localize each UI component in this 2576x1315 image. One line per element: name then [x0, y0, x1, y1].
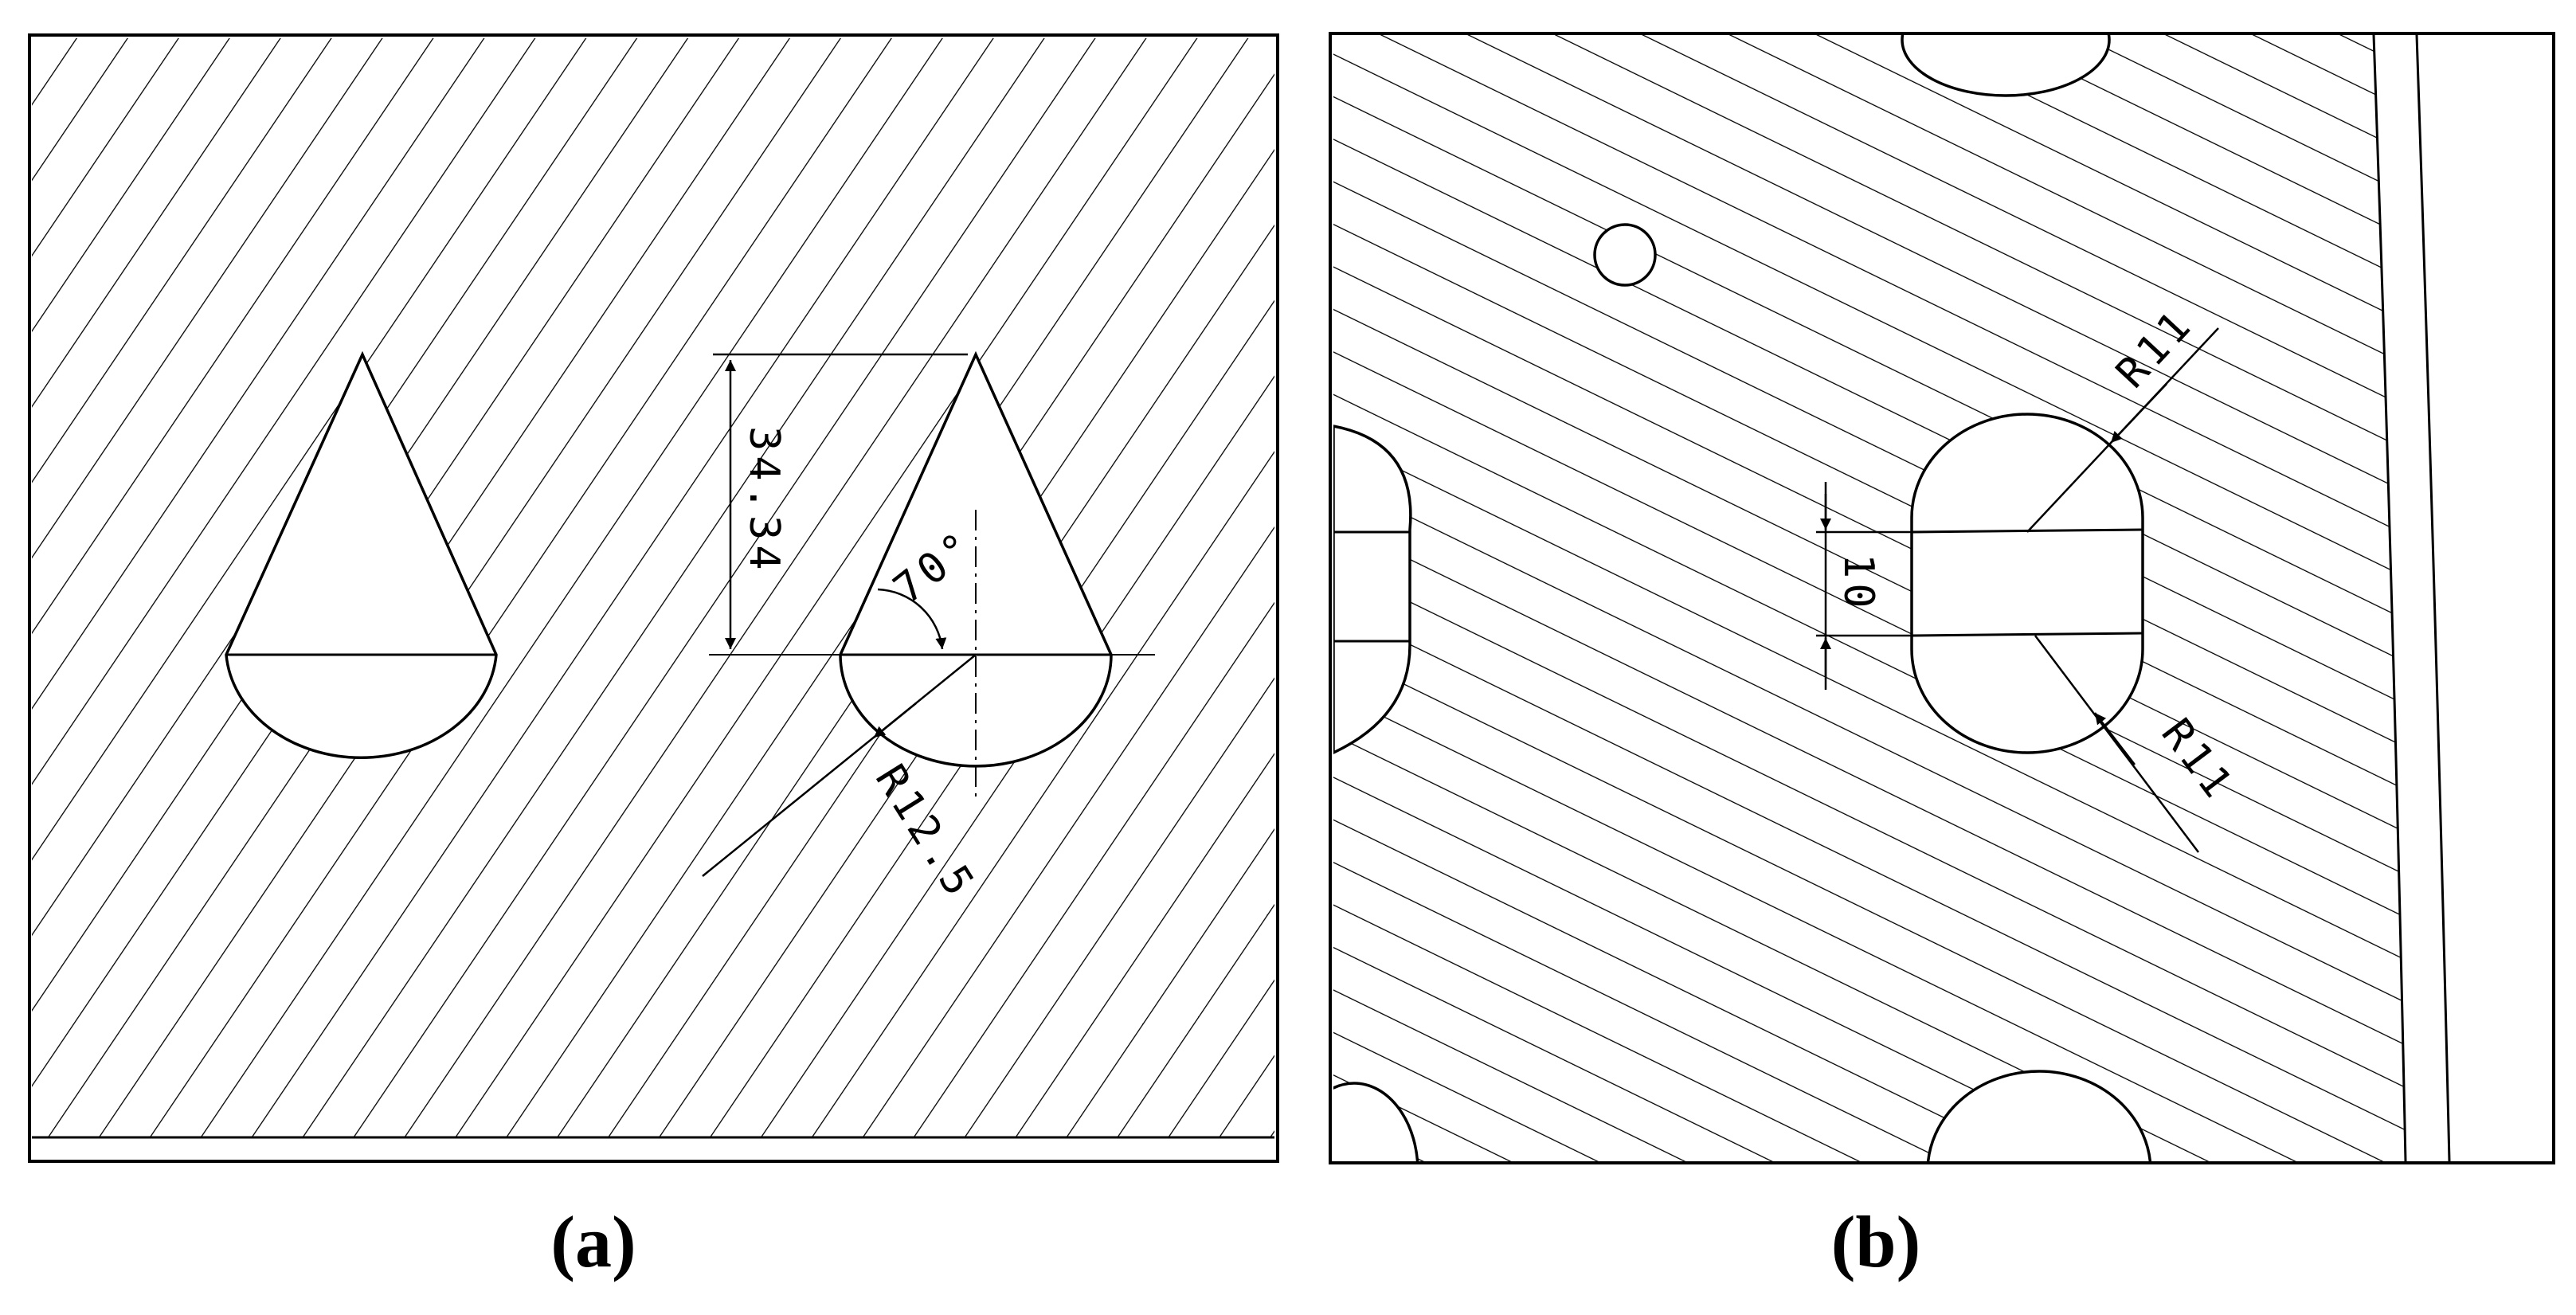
- panel-b-hatch: [1333, 35, 2406, 1161]
- obround-slot: [1910, 413, 2144, 754]
- radius-leader-bottom: [2034, 635, 2199, 853]
- radius-leader-a: [702, 654, 977, 877]
- slot-line-bottom: [1911, 632, 2143, 637]
- angle-arc: [877, 588, 947, 650]
- radius-arrow-a: [873, 703, 917, 738]
- height-dimension: [713, 353, 968, 649]
- hole-top-partial: [1901, 35, 2111, 97]
- panel-b: 10 R11 R11: [1329, 32, 2555, 1164]
- height-dimension-label: 34.34: [740, 426, 788, 575]
- panel-a-hatch: [32, 38, 1274, 1137]
- hole-left-partial: [1333, 425, 1412, 754]
- caption-b: (b): [1831, 1201, 1920, 1282]
- hole-bottom-partial: [1926, 1070, 2152, 1161]
- center-lines: [709, 510, 1155, 800]
- width-dimension: [1816, 482, 1912, 690]
- radius-arrow-bottom: [2094, 712, 2136, 765]
- caption-a: (a): [550, 1201, 636, 1282]
- small-hole: [1593, 223, 1657, 287]
- radius-arrow-top: [2110, 383, 2167, 444]
- panel-a: 34.34 70° R12.5: [28, 33, 1279, 1163]
- curved-edge-inner: [2372, 35, 2407, 1161]
- teardrop-hole-left: [225, 350, 498, 759]
- width-dimension-label: 10: [1834, 554, 1882, 613]
- hole-bottom-left-partial: [1333, 1082, 1419, 1161]
- curved-edge-outer: [2415, 35, 2451, 1161]
